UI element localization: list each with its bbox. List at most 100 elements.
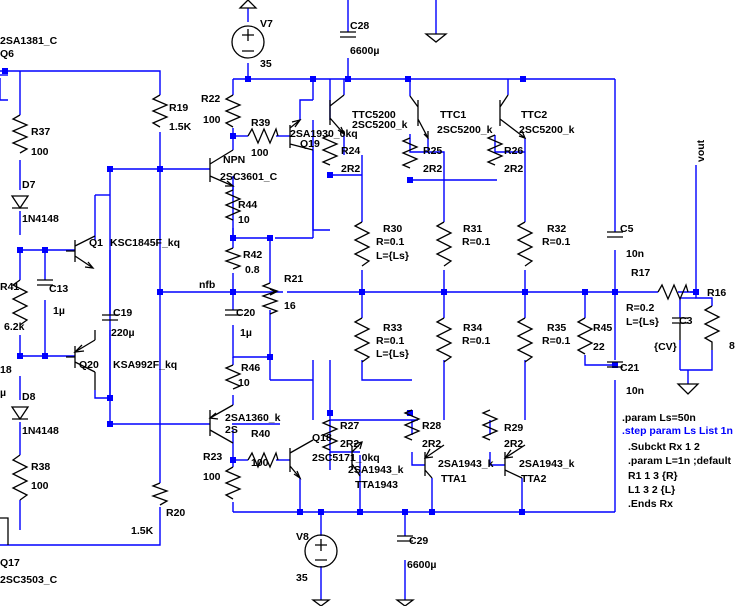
r30-value: R=0.1 (376, 236, 404, 248)
q1-model: KSC1845F_kq (110, 237, 180, 249)
v7-source (231, 25, 265, 59)
r24-value: 2R2 (341, 163, 360, 175)
r33-label: R33 (383, 322, 402, 334)
r44-value: 10 (238, 214, 250, 226)
r16-label: R16 (707, 287, 726, 299)
directive-param: .param Ls=50n (622, 412, 696, 424)
r19-value: 1.5K (169, 121, 192, 133)
r18-fragment: 18 (0, 364, 12, 376)
nfb-label: nfb (199, 279, 215, 291)
r42-label: R42 (243, 249, 262, 261)
c28-label: C28 (350, 20, 369, 32)
q17-model: 2SC3503_C (0, 574, 58, 586)
tta1-model: 2SA1943_k (438, 458, 494, 470)
r41-value: 6.2k (4, 321, 25, 333)
tta2-ref: TTA2 (521, 473, 547, 485)
r27-label: R27 (340, 420, 359, 432)
r17-inductance: L={Ls} (626, 316, 659, 328)
r29-value: 2R2 (504, 438, 523, 450)
q19-model: 2SA1930_0kq (290, 128, 358, 140)
r16-value: 8 (729, 340, 735, 352)
c20-label: C20 (236, 307, 255, 319)
r38-value: 100 (31, 480, 49, 492)
r26-label: R26 (504, 145, 523, 157)
ttc1-ref: TTC1 (440, 109, 466, 121)
r35-label: R35 (547, 322, 566, 334)
c29-value: 6600µ (407, 559, 436, 571)
r46-value: 10 (238, 377, 250, 389)
c13-label: C13 (49, 283, 68, 295)
r21-value: 16 (284, 300, 296, 312)
c20-value: 1µ (240, 327, 252, 339)
q1-ref: Q1 (89, 237, 103, 249)
directive-l1: L1 3 2 {L} (628, 484, 675, 496)
r27-value: 2R2 (340, 438, 359, 450)
v8-value: 35 (296, 572, 308, 584)
q18-model: 2SC5171_0kq (312, 452, 380, 464)
r40-value: 100 (251, 457, 269, 469)
r21-label: R21 (284, 273, 303, 285)
d8-label: D8 (22, 391, 36, 403)
r20-value: 1.5K (131, 525, 154, 537)
r45-value: 22 (593, 341, 605, 353)
q-2sa1360-model: 2SA1360_k (225, 412, 281, 424)
c5-value: 10n (626, 248, 644, 260)
r31-label: R31 (463, 223, 482, 235)
r37-label: R37 (31, 126, 50, 138)
ttc5200-ref: TTC5200 (352, 109, 396, 121)
d7-model: 1N4148 (22, 213, 59, 225)
r46-label: R46 (241, 362, 260, 374)
q6-ref: Q6 (0, 48, 14, 60)
r42-value: 0.8 (245, 264, 260, 276)
ttc2-ref: TTC2 (521, 109, 547, 121)
r31-value: R=0.1 (462, 236, 490, 248)
mu-fragment: µ (0, 387, 6, 399)
r26-value: 2R2 (504, 163, 523, 175)
r17-value: R=0.2 (626, 302, 654, 314)
c21-label: C21 (620, 362, 639, 374)
c19-value: 220µ (111, 327, 135, 339)
r39-label: R39 (251, 117, 270, 129)
v7-value: 35 (260, 58, 272, 70)
components (0, 0, 721, 606)
junction-dots (2, 68, 699, 515)
ttc5200-model: 2SC5200_k (352, 119, 408, 131)
r34-label: R34 (463, 322, 482, 334)
directive-subckt: .Subckt Rx 1 2 (628, 441, 700, 453)
r30-label: R30 (383, 223, 402, 235)
r45-label: R45 (593, 322, 612, 334)
npn-model: 2SC3601_C (220, 171, 278, 183)
r30-inductance: L={Ls} (376, 250, 409, 262)
q20-ref: Q20 (79, 359, 99, 371)
r35-value: R=0.1 (542, 335, 570, 347)
c3-label: C3 (679, 315, 693, 327)
r44-label: R44 (238, 199, 257, 211)
d8-model: 1N4148 (22, 425, 59, 437)
r25-label: R25 (423, 145, 442, 157)
r34-value: R=0.1 (462, 335, 490, 347)
component-labels: 2SA1381_C Q6 V7 35 C28 6600µ R22 100 R39… (0, 18, 735, 586)
ttc1-model: 2SC5200_k (437, 124, 493, 136)
r33-inductance: L={Ls} (376, 348, 409, 360)
r17-label: R17 (631, 267, 650, 279)
q19-ref: Q19 (300, 138, 320, 150)
directive-r1: R1 1 3 {R} (628, 470, 678, 482)
q6-model: 2SA1381_C (0, 35, 58, 47)
r40-label: R40 (251, 428, 270, 440)
tta2-model: 2SA1943_k (519, 458, 575, 470)
r23-value: 100 (203, 471, 221, 483)
directive-param-l: .param L=1n ;default (628, 455, 731, 467)
r38-label: R38 (31, 461, 50, 473)
npn-label: NPN (223, 154, 245, 166)
tta1-ref: TTA1 (441, 473, 467, 485)
r39-value: 100 (251, 147, 269, 159)
vout-label: vout (695, 139, 707, 162)
r32-value: R=0.1 (542, 236, 570, 248)
wires (0, 0, 713, 600)
spice-directives: .param Ls=50n .step param Ls List 1n .Su… (622, 412, 733, 510)
r22-value: 100 (203, 114, 221, 126)
q-2sa1360-ref: 2S (225, 424, 238, 436)
r41-label: R41 (0, 281, 19, 293)
c3-value: {CV} (654, 341, 677, 353)
q18-ref: Q18 (312, 432, 332, 444)
